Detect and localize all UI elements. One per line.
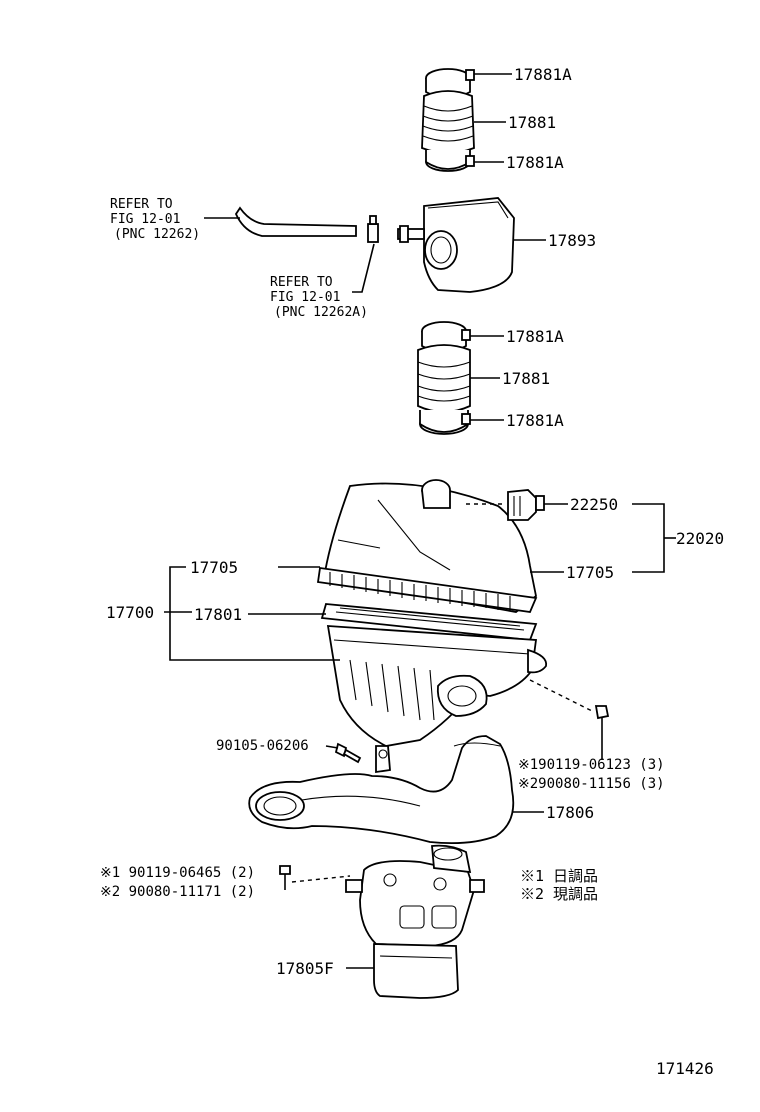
diagram-id: 171426 <box>656 1059 714 1078</box>
label-22250: 22250 <box>570 495 618 514</box>
labels: 17881A 17881 17881A 17893 17881A 17881 1… <box>100 65 724 1078</box>
label-17881-1: 17881 <box>508 113 556 132</box>
label-17805F: 17805F <box>276 959 334 978</box>
label-17893: 17893 <box>548 231 596 250</box>
bolt-90105-06206 <box>334 742 362 764</box>
note-2: ※2 現調品 <box>520 885 598 903</box>
label-90119-06123: ※190119-06123 (3) <box>518 757 665 773</box>
ref2-line2: FIG 12-01 <box>270 290 340 305</box>
leader-lines <box>164 73 676 969</box>
label-17881A-3: 17881A <box>506 327 564 346</box>
label-90080-11156: ※290080-11156 (3) <box>518 776 665 792</box>
bolt-90119-06465 <box>279 865 291 890</box>
label-17881A-4: 17881A <box>506 411 564 430</box>
bolt-90119-06123 <box>594 705 610 760</box>
ref2-line1: REFER TO <box>270 275 333 290</box>
ref1-line1: REFER TO <box>110 197 173 212</box>
label-17705-right: 17705 <box>566 563 614 582</box>
bracket-17805F <box>345 844 485 999</box>
ref2-line3: (PNC 12262A) <box>274 305 368 320</box>
label-22020: 22020 <box>676 529 724 548</box>
label-17806: 17806 <box>546 803 594 822</box>
label-17881A-2: 17881A <box>506 153 564 172</box>
label-17700: 17700 <box>106 603 154 622</box>
label-90080-11171: ※2 90080-11171 (2) <box>100 884 255 900</box>
lower-hose-17881 <box>417 321 471 435</box>
sensor-22250 <box>507 489 545 521</box>
label-17881A-1: 17881A <box>514 65 572 84</box>
resonator-17893 <box>397 197 515 293</box>
ref1-line3: (PNC 12262) <box>114 227 200 242</box>
label-90105-06206: 90105-06206 <box>216 738 309 754</box>
upper-hose-17881 <box>421 68 475 172</box>
label-17881-2: 17881 <box>502 369 550 388</box>
air-cleaner-17700 <box>316 479 548 747</box>
intake-duct-17806 <box>248 735 515 845</box>
note-1: ※1 日調品 <box>520 867 598 885</box>
label-17801: 17801 <box>194 605 242 624</box>
ref1-line2: FIG 12-01 <box>110 212 180 227</box>
vacuum-hose-12262 <box>234 206 379 243</box>
label-90119-06465: ※1 90119-06465 (2) <box>100 865 255 881</box>
label-17705-left: 17705 <box>190 558 238 577</box>
